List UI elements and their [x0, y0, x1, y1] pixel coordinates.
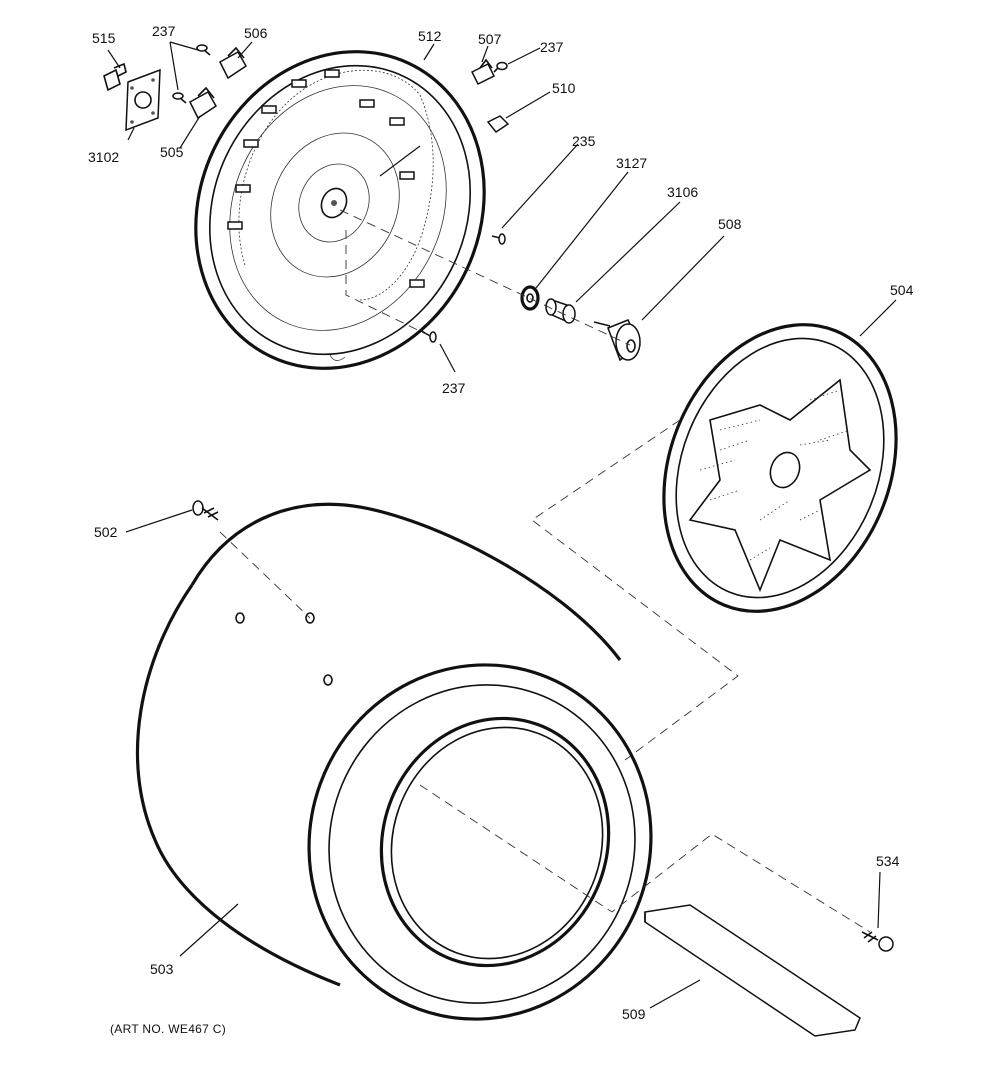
axis-line-bottom — [345, 230, 431, 337]
callout-3102: 3102 — [88, 149, 120, 165]
callout-510: 510 — [552, 80, 576, 96]
bracket-3102 — [125, 68, 161, 132]
shaft-508 — [593, 319, 641, 362]
drum-axis-line — [219, 531, 311, 619]
screw-237-c — [419, 329, 437, 343]
callout-505: 505 — [160, 144, 184, 160]
screw-237-a — [172, 44, 211, 104]
callout-503: 503 — [150, 961, 174, 977]
callout-534: 534 — [876, 853, 900, 869]
thermostat-507 — [470, 58, 496, 86]
drum-503 — [135, 502, 653, 1021]
callout-509: 509 — [622, 1006, 646, 1022]
callout-3127: 3127 — [616, 155, 648, 171]
callout-237-a: 237 — [152, 23, 176, 39]
screw-235 — [491, 233, 506, 245]
rear-drum-head — [194, 50, 486, 370]
thermostat-515 — [103, 62, 127, 92]
callout-502: 502 — [94, 524, 118, 540]
baffle-509 — [644, 904, 861, 1037]
drum-back-504 — [662, 323, 898, 613]
thermostat-505 — [189, 86, 217, 120]
callout-512: 512 — [418, 28, 442, 44]
callout-237-b: 237 — [540, 39, 564, 55]
callout-237-c: 237 — [442, 380, 466, 396]
screw-237-b — [493, 61, 508, 73]
callout-515: 515 — [92, 30, 116, 46]
art-number: (ART NO. WE467 C) — [110, 1022, 227, 1036]
baffle-guide — [419, 784, 871, 933]
drum-back-guide — [531, 419, 739, 761]
callout-507: 507 — [478, 31, 502, 47]
callout-506: 506 — [244, 25, 268, 41]
callout-3106: 3106 — [667, 184, 699, 200]
callout-508: 508 — [718, 216, 742, 232]
callout-504: 504 — [890, 282, 914, 298]
washer-3127 — [520, 285, 540, 311]
clip-510 — [486, 115, 510, 134]
bearing-3106 — [545, 298, 576, 324]
screw-502 — [192, 500, 219, 521]
callout-235: 235 — [572, 133, 596, 149]
leader-lines — [107, 41, 897, 1009]
screw-534 — [861, 931, 894, 952]
axis-line-top — [339, 209, 631, 346]
